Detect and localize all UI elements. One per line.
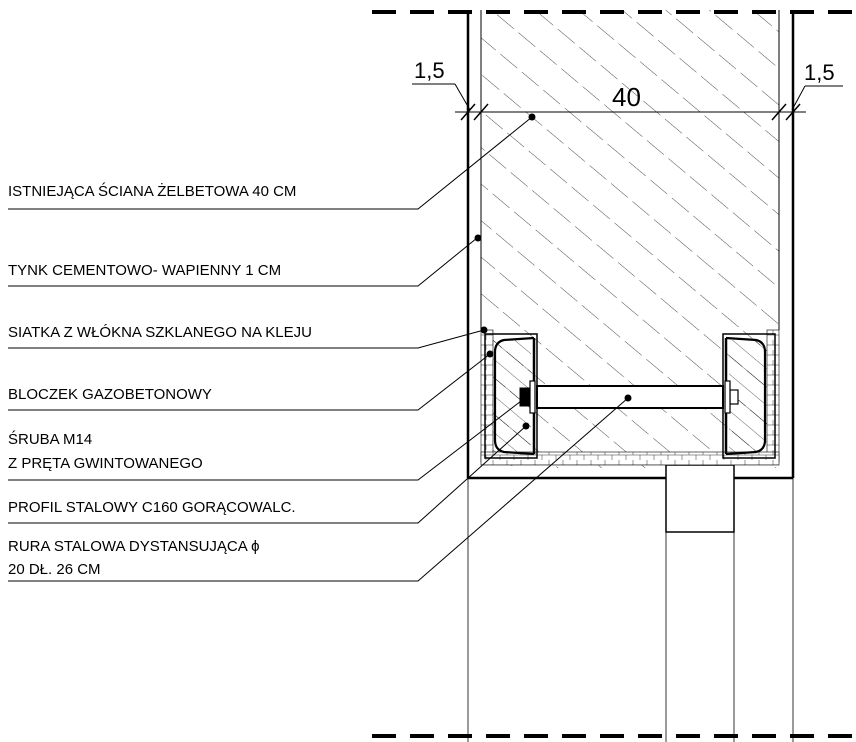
dim-tick-4	[785, 103, 801, 121]
label-profile: PROFIL STALOWY C160 GORĄCOWALC.	[8, 499, 296, 516]
block-left-vertical	[480, 329, 494, 463]
leader-dots	[474, 113, 632, 430]
block-right-vertical	[766, 329, 780, 463]
dim-left-value: 1,5	[414, 58, 445, 83]
label-bolt-line1: ŚRUBA M14	[8, 430, 92, 448]
dim-tick-2	[473, 103, 489, 121]
dim-right-value: 1,5	[804, 60, 835, 85]
dim-tick-1	[460, 103, 476, 121]
support-block	[665, 464, 735, 533]
label-bolt-line2: Z PRĘTA GWINTOWANEGO	[8, 455, 203, 472]
label-wall: ISTNIEJĄCA ŚCIANA ŻELBETOWA 40 CM	[8, 182, 296, 200]
bolt-plate-left	[529, 380, 536, 414]
dim-leader-right-slant	[791, 85, 806, 111]
dim-leader-left-slant	[454, 83, 471, 111]
label-tube-line1: RURA STALOWA DYSTANSUJĄCA ϕ	[8, 538, 260, 555]
label-plaster: TYNK CEMENTOWO- WAPIENNY 1 CM	[8, 262, 281, 279]
label-mesh: SIATKA Z WŁÓKNA SZKLANEGO NA KLEJU	[8, 324, 312, 341]
label-tube-line2: 20 DŁ. 26 CM	[8, 561, 101, 578]
bolt-head-right	[729, 389, 739, 405]
bolt-plate-right	[724, 380, 731, 414]
dim-tick-3	[771, 103, 787, 121]
leaders	[8, 116, 629, 582]
label-block: BLOCZEK GAZOBETONOWY	[8, 386, 212, 403]
dim-wall-width: 40	[612, 82, 641, 112]
